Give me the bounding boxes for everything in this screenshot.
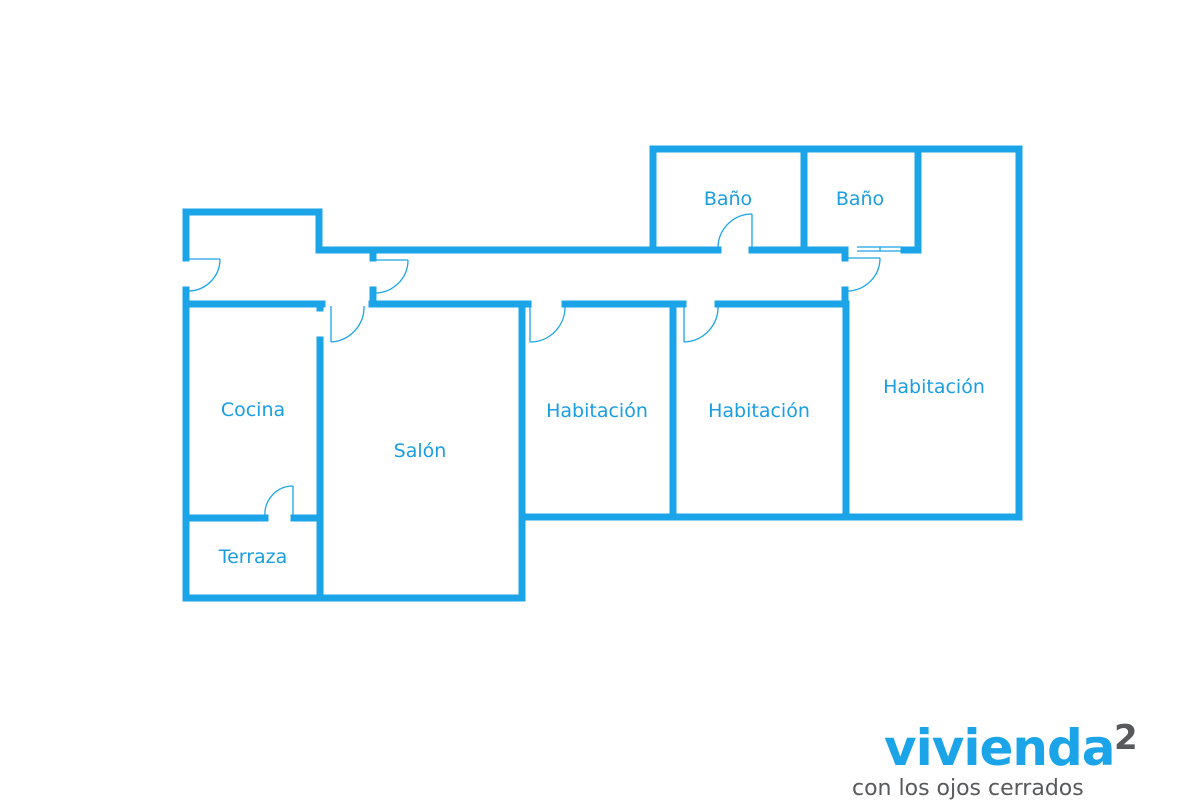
hallway-door-icon	[374, 259, 409, 294]
room-label-terraza: Terraza	[218, 546, 288, 568]
brand-tagline: con los ojos cerrados	[852, 776, 1084, 801]
room-label-habitacion-3: Habitación	[883, 376, 985, 398]
bathrooms-walls	[649, 145, 1023, 254]
room-label-salon: Salón	[394, 440, 447, 462]
room-label-bano-1: Baño	[704, 188, 752, 210]
salon-walls	[316, 300, 526, 602]
walls	[182, 145, 1023, 602]
kitchen-terrace-walls	[182, 300, 324, 602]
terrace-door-icon	[264, 485, 294, 517]
salon-door-icon	[330, 305, 365, 343]
room-label-habitacion-2: Habitación	[708, 400, 810, 422]
bathroom-2-sliding-door-icon	[857, 246, 903, 252]
doors	[187, 213, 903, 517]
brand-name: vivienda	[884, 719, 1116, 777]
entrance-door-icon	[187, 258, 221, 292]
bedroom-1-door-icon	[529, 305, 566, 343]
room-label-cocina: Cocina	[221, 399, 285, 421]
bedroom-3-door-icon	[846, 257, 881, 292]
brand-superscript: 2	[1114, 718, 1138, 758]
bedroom-2-door-icon	[683, 305, 719, 343]
room-label-habitacion-1: Habitación	[546, 400, 648, 422]
room-labels: Baño Baño Cocina Salón Habitación Habita…	[218, 188, 985, 568]
room-label-bano-2: Baño	[836, 188, 884, 210]
bathroom-1-door-icon	[717, 213, 753, 249]
brand-logo: vivienda 2 con los ojos cerrados	[852, 718, 1172, 808]
entrance-walls	[182, 208, 377, 308]
bedroom-3-walls	[842, 145, 1023, 521]
